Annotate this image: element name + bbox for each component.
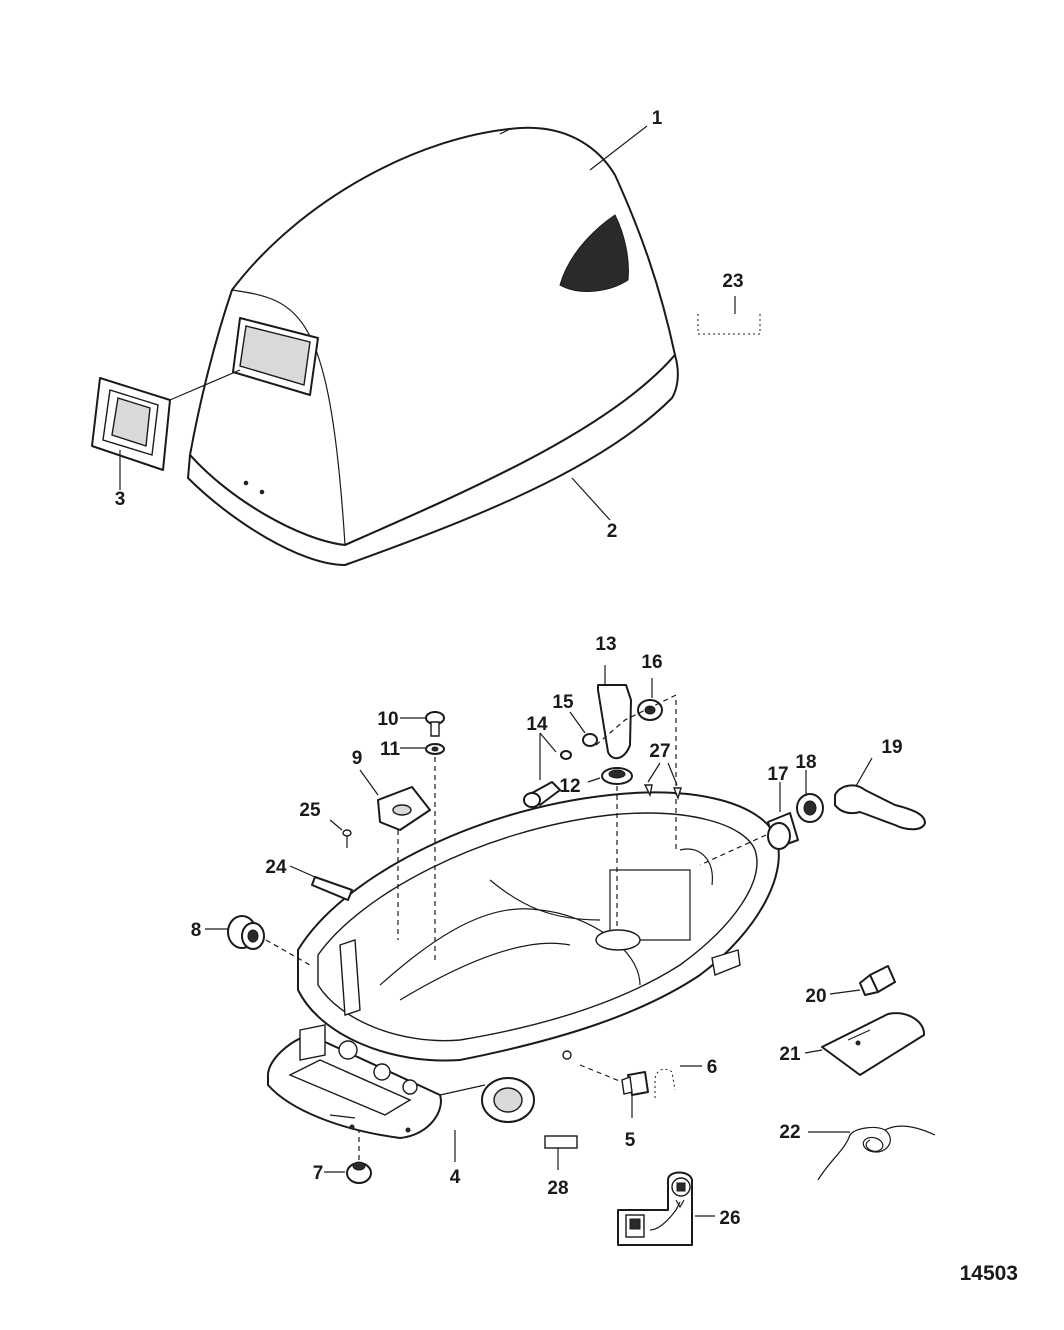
- callout-13: 13: [595, 634, 616, 655]
- callout-26: 26: [719, 1208, 740, 1229]
- callout-27: 27: [649, 741, 670, 762]
- callout-15: 15: [552, 692, 574, 713]
- callout-21: 21: [779, 1044, 801, 1065]
- callout-14: 14: [526, 714, 548, 735]
- callout-5: 5: [625, 1130, 636, 1151]
- callout-10: 10: [377, 709, 398, 730]
- grommet-part-12: [587, 762, 682, 930]
- plug-part-5-and-6: [579, 1064, 702, 1118]
- callout-9: 9: [352, 748, 363, 769]
- cover-part-21: [804, 1012, 926, 1076]
- leader-part-2: [571, 477, 611, 521]
- bracket-part-24: [289, 865, 353, 901]
- seal-part-3: [91, 369, 241, 471]
- callout-11: 11: [380, 739, 401, 760]
- figure-number: 14503: [960, 1262, 1018, 1285]
- grommet-part-7: [324, 1130, 372, 1184]
- handle-parts-17-19: [699, 757, 926, 866]
- callout-16: 16: [641, 652, 662, 673]
- callout-12: 12: [559, 776, 580, 797]
- label-part-28: [544, 1135, 578, 1170]
- callout-6: 6: [707, 1057, 718, 1078]
- screw-parts-10-11: [400, 711, 445, 960]
- leader-part-1: [589, 125, 648, 171]
- callout-3: 3: [115, 489, 126, 510]
- callout-19: 19: [881, 737, 902, 758]
- grommet-part-8: [205, 915, 311, 966]
- callout-24: 24: [265, 857, 287, 878]
- callout-18: 18: [795, 752, 816, 773]
- bottom-cowl: [267, 791, 780, 1139]
- plug-part-9: [359, 769, 431, 940]
- callout-8: 8: [191, 920, 202, 941]
- callout-2: 2: [607, 521, 618, 542]
- latch-parts-13-16: [523, 665, 677, 850]
- callout-25: 25: [299, 800, 321, 821]
- callout-7: 7: [313, 1163, 324, 1184]
- screw-part-25: [329, 819, 352, 848]
- spring-part-22: [808, 1125, 936, 1181]
- callout-17: 17: [767, 764, 788, 785]
- callout-22: 22: [779, 1122, 800, 1143]
- top-cowl: [187, 126, 679, 566]
- fuel-connector-part-20: [829, 965, 896, 996]
- callout-23: 23: [722, 271, 743, 292]
- callout-28: 28: [547, 1178, 568, 1199]
- callout-4: 4: [450, 1167, 461, 1188]
- callout-1: 1: [652, 108, 663, 129]
- decal-part-26: [617, 1171, 715, 1246]
- callout-20: 20: [805, 986, 826, 1007]
- part-23-placeholder: [697, 296, 761, 335]
